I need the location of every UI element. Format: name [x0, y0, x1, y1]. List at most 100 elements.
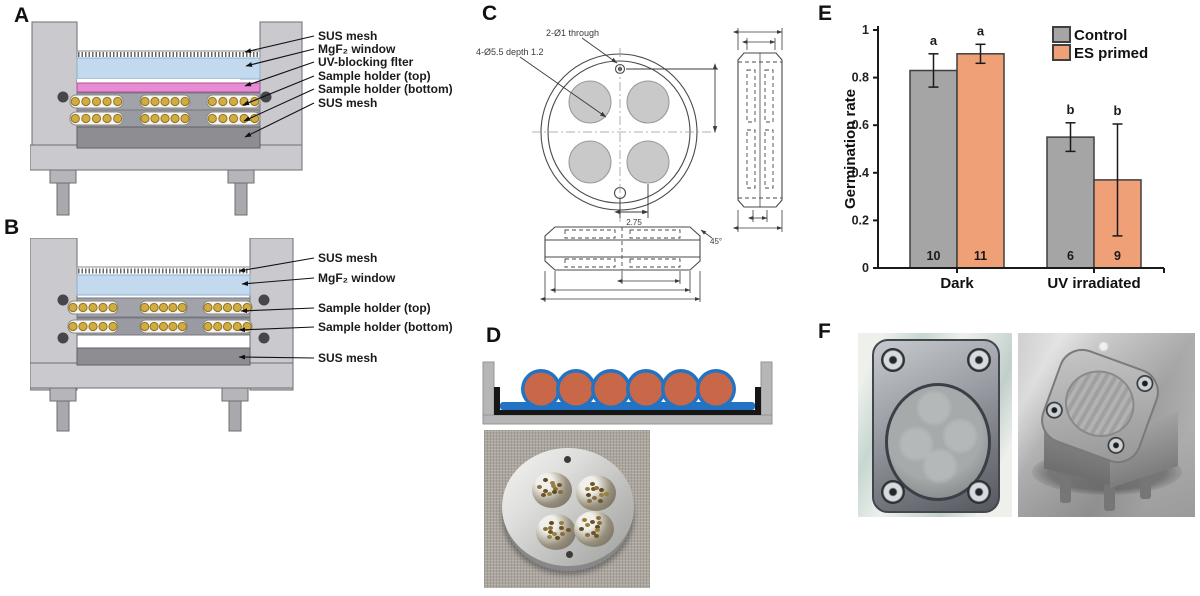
seed [228, 113, 239, 124]
bar [956, 53, 1005, 269]
seed [203, 321, 213, 332]
seed [113, 96, 123, 107]
dimension-lines [519, 37, 718, 218]
seed [150, 113, 160, 124]
seed [108, 321, 118, 332]
panel-a-apparatus-diagram: SUS mesh MgF₂ window UV-blocking flter S… [30, 21, 453, 216]
n-count: 11 [974, 249, 987, 263]
bar-es-primed-uv-irradiated: b9 [1093, 103, 1142, 269]
seed [629, 372, 663, 406]
seed [177, 302, 187, 313]
axes [873, 26, 1165, 273]
device-window [885, 383, 991, 501]
seed [595, 528, 600, 532]
corner-screw [1105, 434, 1127, 457]
seed [70, 96, 80, 107]
seed [553, 487, 558, 491]
well-ghost [942, 418, 978, 454]
seed [594, 534, 599, 538]
label-mgf2-window: MgF₂ window [318, 271, 396, 285]
seed [591, 531, 596, 535]
left-leg [56, 182, 70, 216]
n-count: 9 [1114, 249, 1121, 263]
x-category-label: UV irradiated [1047, 275, 1140, 292]
error-bar [928, 53, 939, 88]
seed [180, 96, 190, 107]
seed [558, 490, 563, 494]
seed [582, 518, 587, 522]
top-view [532, 48, 716, 222]
seed [586, 493, 591, 497]
panel-f-letter: F [818, 320, 831, 343]
seed [548, 530, 553, 534]
seed [232, 302, 242, 313]
dim-wells-text: 4-Ø5.5 depth 1.2 [476, 47, 544, 57]
corner-screw [967, 348, 991, 372]
label-sus-mesh-bottom: SUS mesh [318, 96, 377, 110]
alignment-hole [564, 456, 571, 463]
seed [547, 535, 552, 539]
y-tick-label: 1 [862, 23, 869, 37]
mgf2-window [76, 57, 261, 80]
left-foot [49, 387, 77, 402]
seed [78, 321, 88, 332]
o-ring-bottom-left [57, 332, 69, 344]
seed [587, 499, 592, 503]
seed [207, 113, 217, 124]
seed [68, 321, 78, 332]
alignment-hole [566, 551, 573, 558]
tray-bottom [482, 414, 773, 425]
seed [228, 96, 239, 107]
side-view [737, 52, 783, 208]
seed [599, 488, 604, 492]
sig-letter: a [977, 23, 985, 38]
right-foot [227, 169, 255, 184]
x-category-label: Dark [940, 275, 974, 292]
seed [160, 113, 170, 124]
corner-screw [1134, 372, 1156, 395]
seed [537, 485, 542, 489]
sig-letter: b [1114, 103, 1122, 118]
label-uv-filter: UV-blocking flter [318, 55, 414, 69]
seed [88, 302, 98, 313]
seed [555, 536, 560, 540]
seed [98, 321, 108, 332]
inner-tray-left [494, 387, 500, 415]
legend-swatch [1052, 44, 1071, 61]
panel-b-letter: B [4, 216, 20, 239]
panel-d-letter: D [486, 324, 502, 347]
legend-label: ES primed [1074, 45, 1148, 62]
window-gap [77, 79, 240, 83]
seed [543, 478, 548, 482]
o-ring-left [57, 91, 69, 103]
dim-chamfer-text: 45° [710, 237, 722, 246]
device-leg [1104, 483, 1115, 511]
seed [550, 481, 555, 485]
seed-well [532, 472, 572, 508]
bar [1046, 136, 1095, 269]
panel-b-apparatus-diagram: SUS mesh MgF₂ window Sample holder (top)… [30, 238, 453, 432]
seed [585, 523, 590, 527]
inner-tray-bottom [494, 410, 761, 415]
seed [158, 321, 169, 332]
seed [222, 302, 233, 313]
dim-spacing-text: 2.75 [626, 218, 642, 227]
y-tick-label: 0.8 [852, 71, 869, 85]
bottom-plate [30, 144, 303, 171]
seed [218, 113, 228, 124]
seed [590, 482, 595, 486]
seed [170, 96, 180, 107]
panel-d-sample-holder-photo [484, 430, 650, 588]
sig-letter: b [1067, 102, 1075, 117]
front-view-dims [539, 229, 713, 302]
error-bar [1112, 123, 1123, 237]
seed [590, 520, 595, 524]
seed [102, 113, 112, 124]
seed [149, 302, 159, 313]
panel-f-device-side-photo [1018, 333, 1195, 517]
y-tick-label: 0.2 [852, 213, 869, 227]
n-count: 10 [927, 249, 941, 263]
panel-e-letter: E [818, 2, 833, 25]
seed [102, 96, 112, 107]
bar-control-uv-irradiated: b6 [1046, 102, 1095, 269]
